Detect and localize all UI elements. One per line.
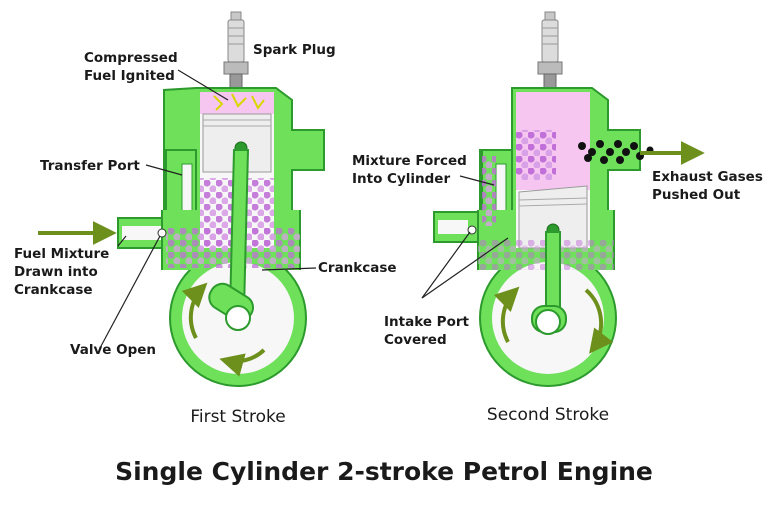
label-mixture-line2: Into Cylinder <box>352 171 450 187</box>
label-intake-line2: Covered <box>384 332 447 348</box>
first-stroke-engine <box>38 11 325 387</box>
ignition-spark-icon <box>213 93 265 111</box>
transfer-mixture <box>516 130 556 180</box>
spark-plug-icon <box>537 11 563 91</box>
diagram-title: Single Cylinder 2-stroke Petrol Engine <box>115 457 653 486</box>
leader-lines <box>99 69 509 349</box>
label-exhaust-line2: Pushed Out <box>652 187 741 203</box>
label-crankcase: Crankcase <box>318 260 397 276</box>
second-stroke-engine <box>433 11 705 387</box>
label-exhaust-line1: Exhaust Gases <box>652 169 763 185</box>
reed-valve-icon <box>157 228 167 238</box>
spark-plug-icon <box>223 11 249 91</box>
label-compressed-line1: Compressed <box>84 50 178 66</box>
label-transfer-port: Transfer Port <box>40 158 140 174</box>
label-spark-plug: Spark Plug <box>253 42 336 58</box>
label-fuel-mixture-line3: Crankcase <box>14 282 93 298</box>
connecting-rod <box>228 149 250 311</box>
stroke-label-first: First Stroke <box>190 407 285 427</box>
label-compressed-line2: Fuel Ignited <box>84 68 175 84</box>
stroke-label-second: Second Stroke <box>487 405 609 425</box>
label-mixture-line1: Mixture Forced <box>352 153 467 169</box>
label-fuel-mixture-line1: Fuel Mixture <box>14 246 109 262</box>
label-intake-line1: Intake Port <box>384 314 469 330</box>
label-fuel-mixture-line2: Drawn into <box>14 264 98 280</box>
label-valve-open: Valve Open <box>70 342 156 358</box>
